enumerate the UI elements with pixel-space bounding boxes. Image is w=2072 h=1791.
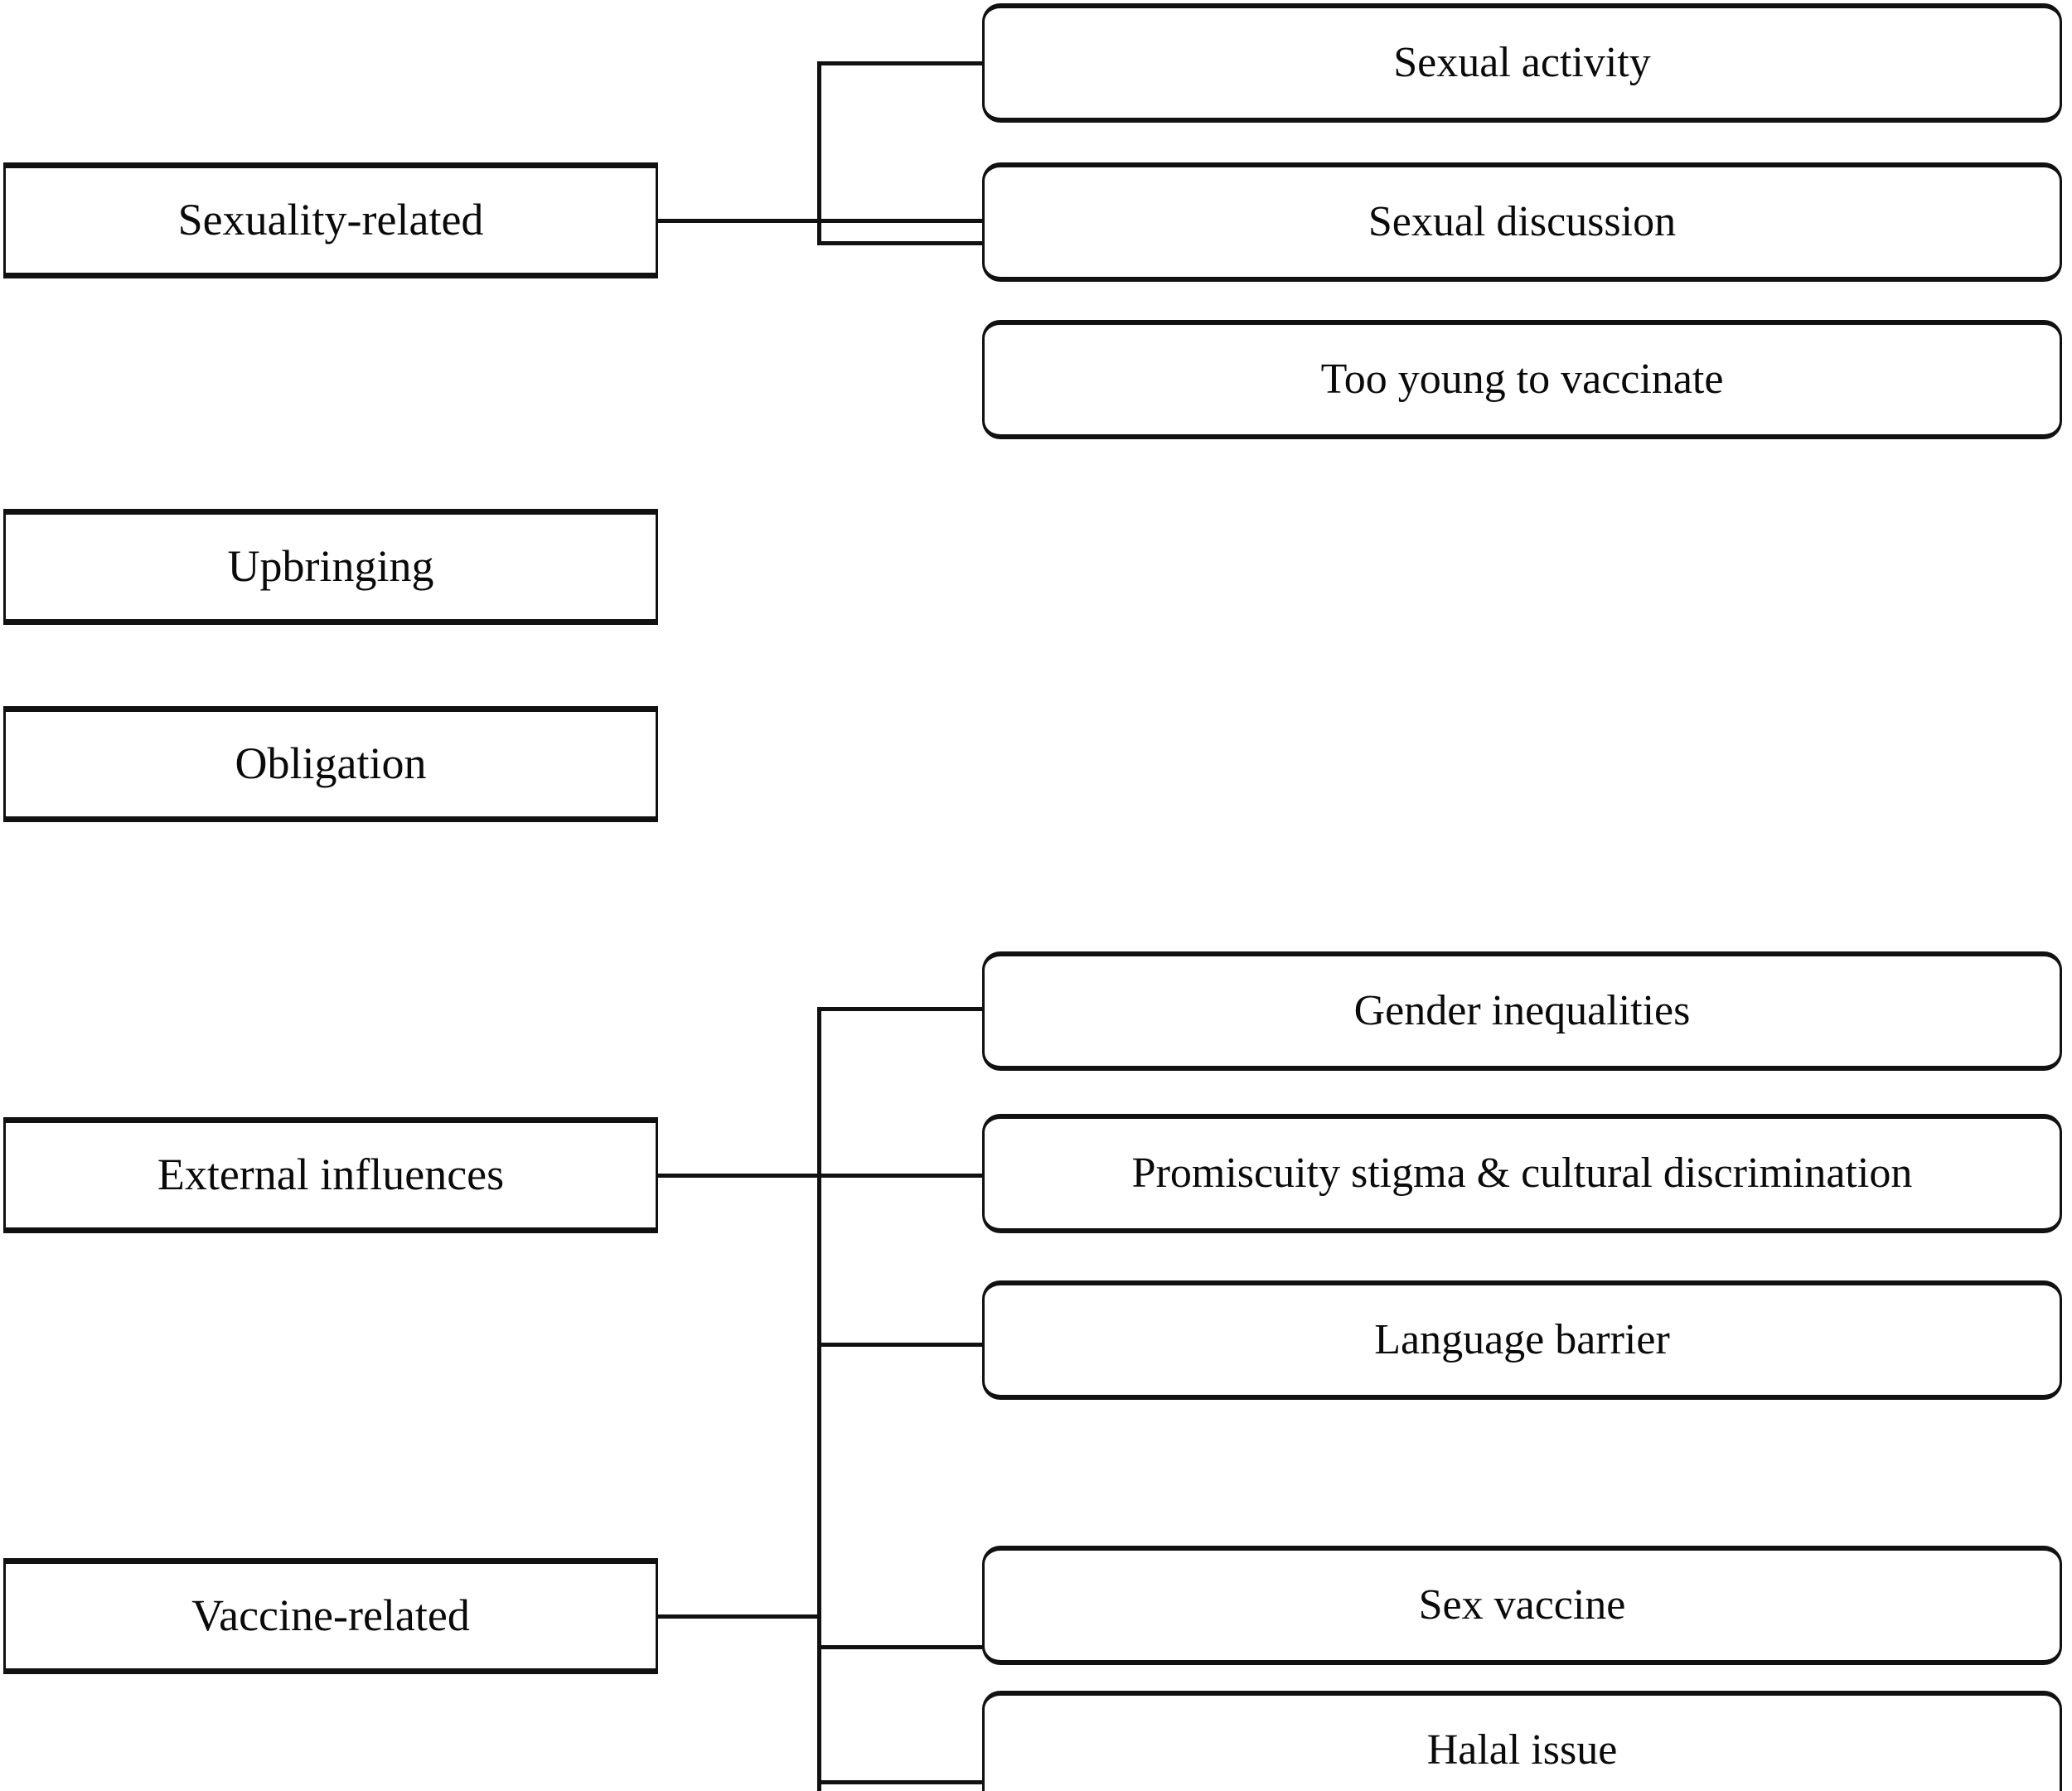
node-sex-vaccine[interactable]: Sex vaccine	[982, 1546, 2062, 1665]
node-label: Sex vaccine	[1418, 1581, 1626, 1629]
node-label: Language barrier	[1374, 1316, 1670, 1364]
connector-stem-sexuality	[658, 219, 820, 223]
node-too-young-to-vaccinate[interactable]: Too young to vaccinate	[982, 320, 2062, 439]
node-obligation[interactable]: Obligation	[3, 706, 658, 822]
node-label: Promiscuity stigma & cultural discrimina…	[1131, 1150, 1913, 1198]
node-label: Upbringing	[227, 541, 434, 592]
node-label: Sexuality-related	[177, 195, 484, 245]
node-gender-inequalities[interactable]: Gender inequalities	[982, 951, 2062, 1071]
connector-branch-external-2	[817, 1174, 983, 1178]
connector-branch-sexuality-2	[817, 219, 983, 223]
connector-branch-external-3	[817, 1343, 983, 1347]
connector-stem-external	[658, 1174, 820, 1178]
connector-branch-vaccine-1	[817, 1645, 983, 1649]
node-label: Vaccine-related	[191, 1590, 470, 1641]
node-external-influences[interactable]: External influences	[3, 1117, 658, 1233]
connector-branch-external-1	[817, 1007, 983, 1011]
node-sexuality-related[interactable]: Sexuality-related	[3, 162, 658, 278]
connector-trunk-sexuality	[817, 61, 821, 245]
node-sexual-activity[interactable]: Sexual activity	[982, 3, 2062, 123]
node-label: External influences	[157, 1150, 505, 1200]
node-label: Gender inequalities	[1353, 987, 1691, 1035]
node-label: Halal issue	[1426, 1726, 1618, 1774]
connector-trunk-vaccine	[817, 1645, 821, 1791]
node-label: Obligation	[235, 738, 427, 789]
connector-branch-vaccine-2	[817, 1780, 983, 1784]
node-label: Sexual activity	[1393, 39, 1651, 87]
connector-branch-sexuality-3	[817, 241, 983, 245]
node-sexual-discussion[interactable]: Sexual discussion	[982, 162, 2062, 282]
node-vaccine-related[interactable]: Vaccine-related	[3, 1558, 658, 1674]
node-halal-issue[interactable]: Halal issue	[982, 1691, 2062, 1791]
node-label: Too young to vaccinate	[1320, 356, 1724, 404]
connector-branch-sexuality-1	[817, 61, 983, 65]
node-language-barrier[interactable]: Language barrier	[982, 1280, 2062, 1400]
node-promiscuity-stigma-cultural-discrimination[interactable]: Promiscuity stigma & cultural discrimina…	[982, 1114, 2062, 1233]
connector-stem-vaccine	[658, 1614, 820, 1619]
node-upbringing[interactable]: Upbringing	[3, 509, 658, 625]
connector-trunk-external	[817, 1007, 821, 1674]
node-label: Sexual discussion	[1368, 198, 1677, 246]
